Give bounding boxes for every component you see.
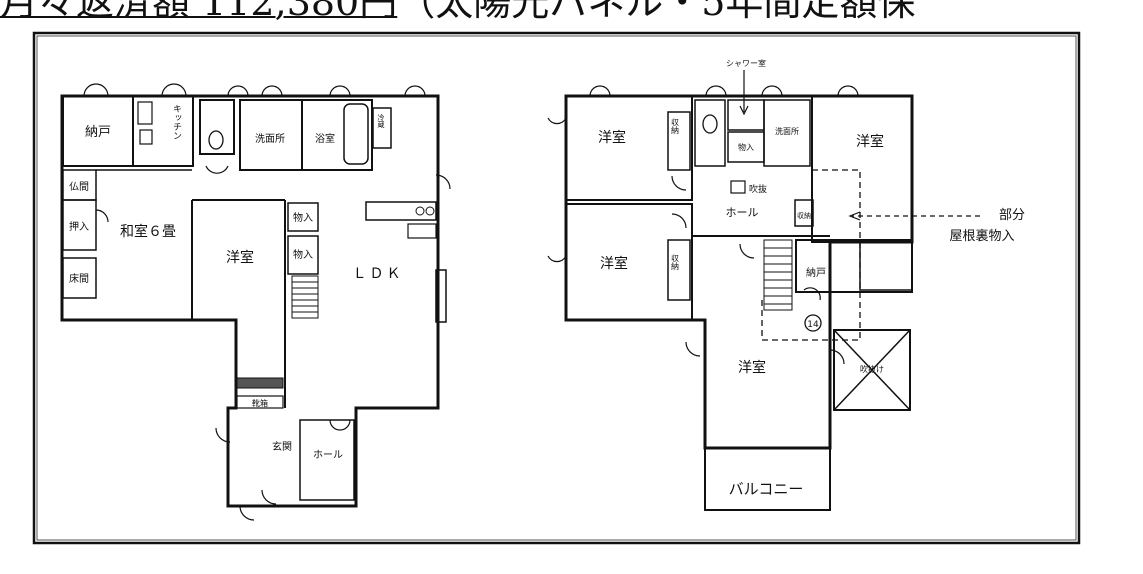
room-label-tokonoma: 床間 (69, 272, 89, 285)
room-label-nando: 納戸 (85, 125, 111, 140)
page-header: 月々返済額 112,380円（太陽光パネル・5年間定額保 (0, 0, 1143, 26)
kitchen-room (132, 95, 194, 167)
room-label-senmenjo-2f: 洗面所 (775, 126, 799, 136)
document-frame (32, 31, 1081, 545)
stairs-2f (763, 239, 793, 311)
senmenjo-2f-room (763, 99, 811, 167)
room-label-shuno-3: 収納 (671, 253, 680, 271)
room-label-hall-1f: ホール (313, 449, 343, 461)
tokonoma-box (62, 257, 97, 299)
fukinuke-marker (730, 180, 746, 194)
room-label-nando-2f: 納戸 (806, 266, 826, 279)
first-floor-outer-wall (60, 94, 440, 508)
room-label-fukinuke: 吹抜 (749, 183, 767, 195)
room-label-yoshitsu-nw: 洋室 (598, 129, 626, 146)
nando-2f-room (795, 239, 913, 293)
room-label-reizo: 冷蔵 (377, 113, 385, 129)
room-label-monoire-2: 物入 (293, 248, 313, 261)
room-label-hall-2f: ホール (726, 206, 759, 219)
shower-room (727, 99, 765, 131)
room-label-butsuma: 仏間 (69, 181, 89, 193)
callout-line-2: 屋根裏物入 (949, 229, 1014, 244)
ldk-window (435, 269, 447, 323)
stove-fixture (139, 129, 153, 145)
room-label-balcony: バルコニー (729, 480, 804, 498)
room-label-shuno-2: 収納 (797, 211, 811, 220)
room-label-monoire-1: 物入 (293, 211, 313, 224)
callout-line-1: 部分 (999, 208, 1025, 223)
shuno-box-1 (667, 111, 691, 171)
bathtub-fixture (343, 103, 369, 165)
room-label-genkan: 玄関 (272, 440, 292, 453)
badge-label: 14 (807, 320, 819, 330)
hall-box (299, 419, 355, 501)
shoe-shelf (236, 377, 284, 389)
fridge-niche (372, 107, 392, 149)
room-label-shuno-1: 収納 (671, 117, 680, 135)
monoire-box-2 (287, 235, 319, 275)
room-label-yoshitsu-s: 洋室 (738, 359, 766, 376)
attic-dashed-outline (761, 169, 861, 341)
yoshitsu-nw-room (565, 95, 693, 201)
yoshitsu-w-room (565, 203, 693, 321)
room-label-yoshitsu-w: 洋室 (600, 255, 628, 272)
toilet-2f (694, 99, 726, 167)
room-label-oshiire: 押入 (69, 220, 89, 233)
monoire-box-1 (287, 202, 319, 232)
room-label-monoire-2f: 物入 (738, 142, 754, 152)
shuno-box-2 (794, 199, 814, 227)
badge-circle (804, 314, 822, 332)
kitchen-counter (365, 201, 437, 221)
document-frame-inner (36, 35, 1077, 541)
oshiire-box (62, 199, 97, 251)
room-label-kitchen: キッチン (171, 104, 182, 140)
second-floor-plan (547, 70, 980, 511)
shuno-box-3 (667, 239, 691, 301)
fukinuke-void (833, 329, 911, 411)
room-label-yoshitsu-ne: 洋室 (856, 133, 884, 150)
room-label-kutsubako: 靴箱 (252, 398, 268, 408)
room-label-kinoshita: 吹抜け (860, 364, 884, 374)
bath-room (301, 99, 373, 171)
kutsubako-box (236, 395, 284, 409)
balcony-box (704, 447, 831, 511)
first-floor-plan (60, 83, 451, 521)
monthly-payment-text: 月々返済額 112,380円 (0, 0, 398, 24)
note-shower: シャワー室 (726, 58, 766, 68)
header-subtext: （太陽光パネル・5年間定額保 (397, 0, 916, 24)
room-label-washitsu: 和室６畳 (120, 223, 176, 240)
toilet-fixture (208, 130, 224, 150)
toilet-room (199, 99, 235, 155)
sink-fixture (137, 101, 153, 125)
room-label-yokushitsu: 浴室 (315, 132, 335, 145)
stairs (291, 275, 319, 319)
room-label-yoshitsu-1f: 洋室 (226, 249, 254, 266)
yoshitsu-ne-room (811, 95, 913, 243)
room-label-senmenjo-1f: 洗面所 (255, 133, 285, 145)
room-label-ldk: ＬＤＫ (353, 266, 404, 282)
